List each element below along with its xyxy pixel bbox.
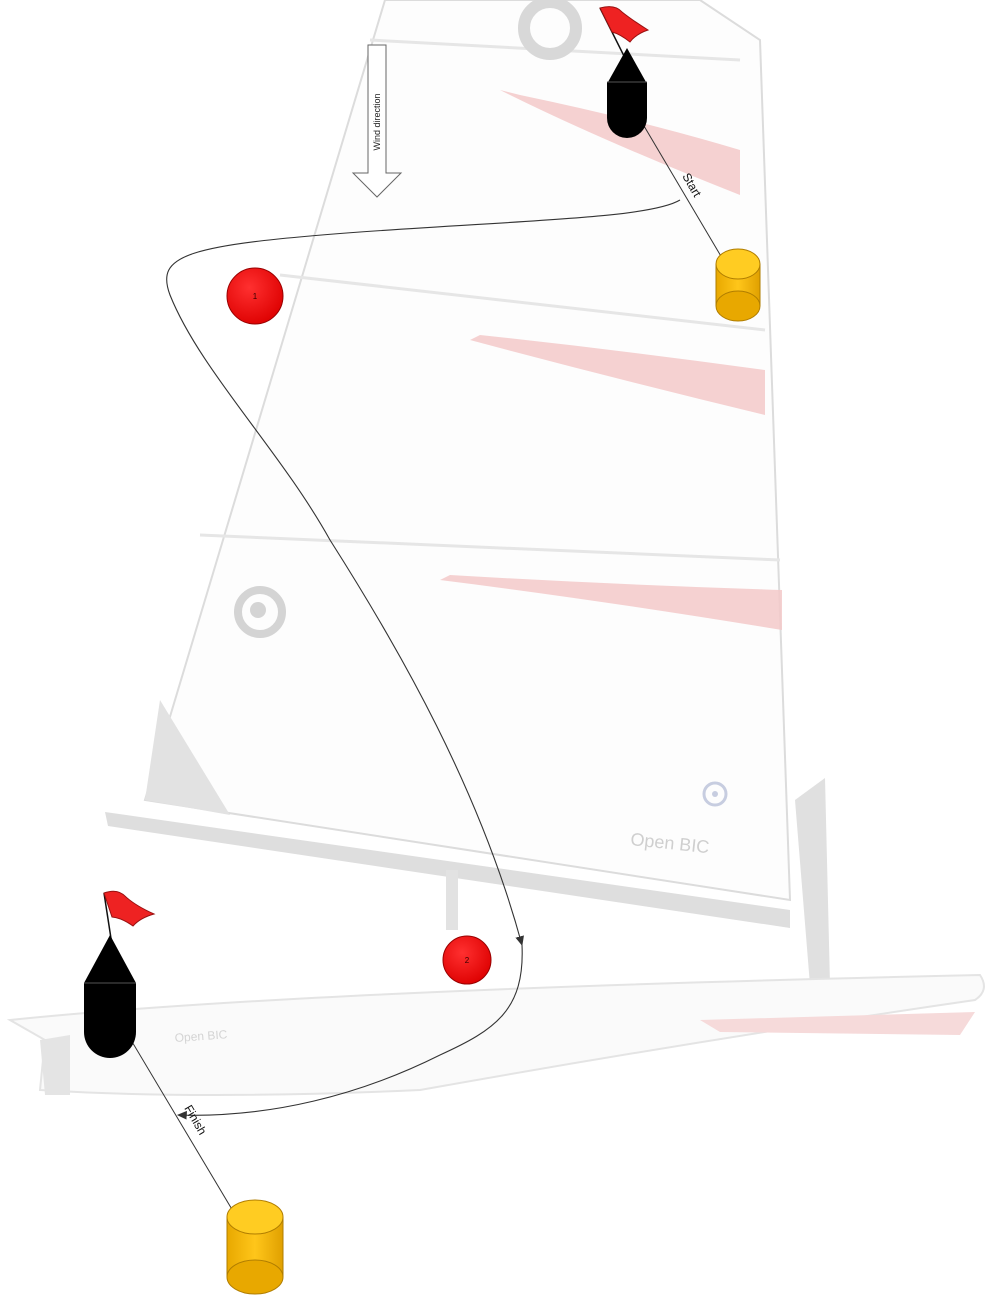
background-sailboat: Open BIC Open BIC <box>10 0 984 1095</box>
mark-1-label: 1 <box>253 292 258 301</box>
finish-pin-buoy <box>227 1200 283 1294</box>
flag-icon <box>104 891 154 926</box>
start-pin-buoy <box>716 249 760 321</box>
hull <box>10 975 984 1095</box>
sail-outline <box>145 0 790 900</box>
mark-2: 2 <box>443 936 491 984</box>
mark-1: 1 <box>227 268 283 324</box>
wind-direction-label: Wind direction <box>372 93 382 150</box>
mark-2-label: 2 <box>465 956 470 965</box>
